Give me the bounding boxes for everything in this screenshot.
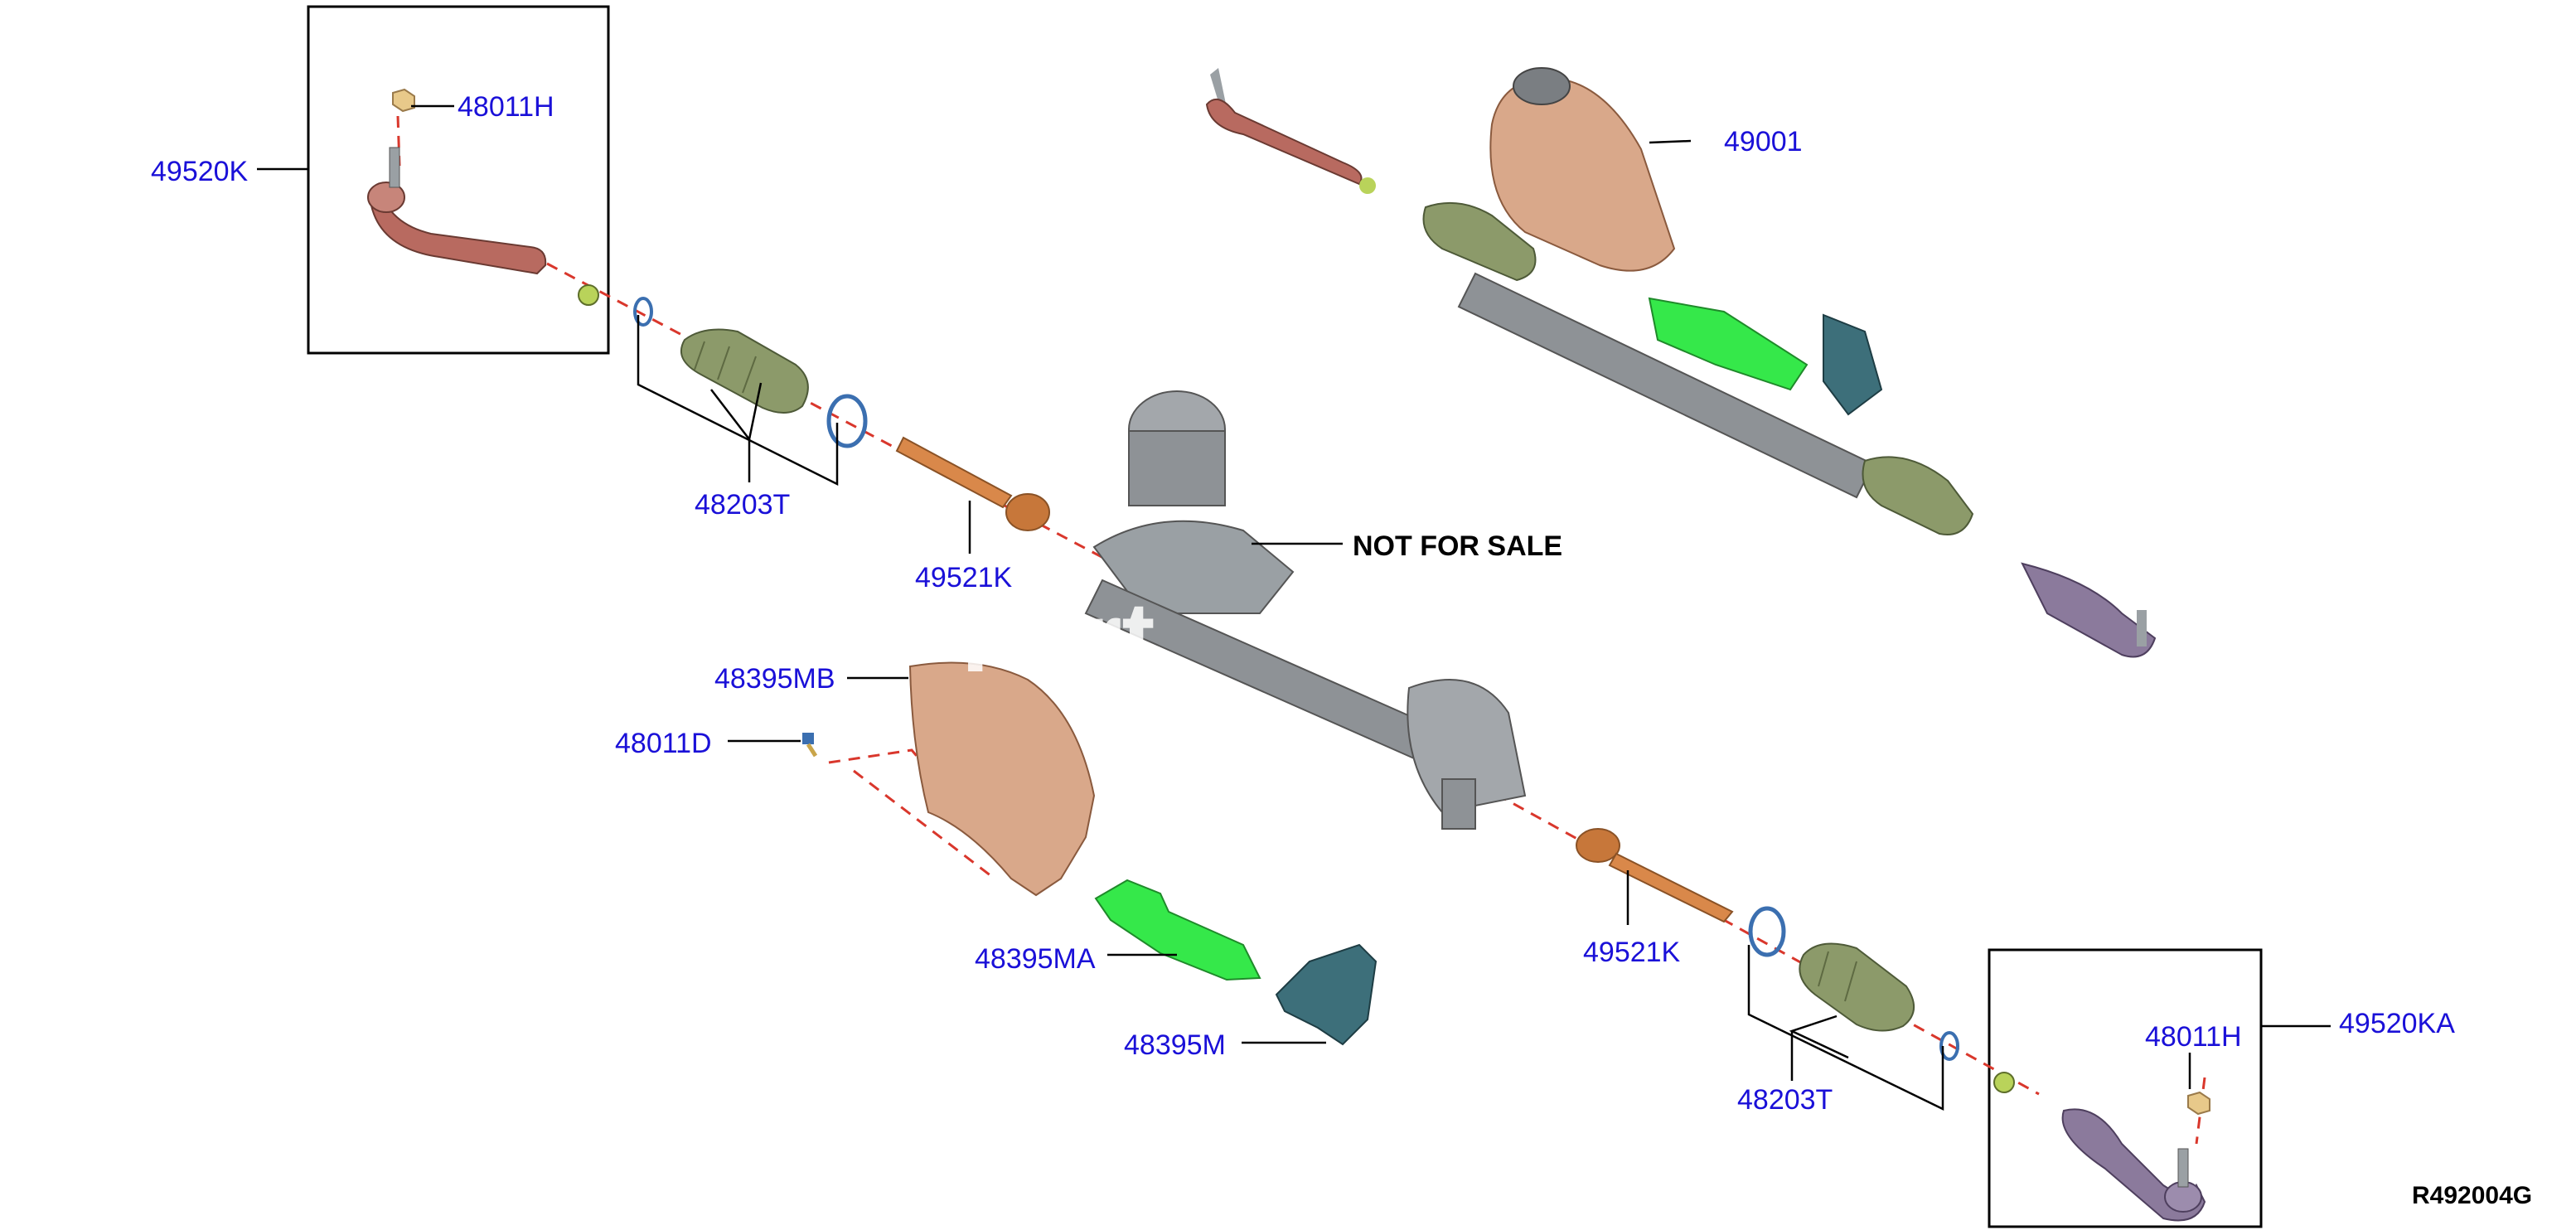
label-49521k-left[interactable]: 49521K bbox=[915, 562, 1013, 593]
callout-box-right bbox=[1988, 948, 2263, 1228]
clamp-right-outer bbox=[1939, 1031, 1959, 1061]
jam-nut-right bbox=[1993, 1072, 2015, 1093]
steering-gear-main bbox=[1084, 390, 1527, 830]
label-49520ka[interactable]: 49520KA bbox=[2339, 1008, 2455, 1039]
heat-shield bbox=[908, 661, 1096, 897]
label-48203t-right[interactable]: 48203T bbox=[1737, 1084, 1833, 1116]
label-48395mb[interactable]: 48395MB bbox=[714, 663, 835, 695]
boot-left bbox=[680, 328, 809, 414]
label-48395m[interactable]: 48395M bbox=[1124, 1029, 1226, 1061]
label-48011h-left[interactable]: 48011H bbox=[458, 91, 554, 123]
tie-rod-end-left bbox=[367, 147, 547, 275]
leader-lines bbox=[257, 104, 2331, 1111]
label-48011d[interactable]: 48011D bbox=[615, 728, 712, 759]
bolt bbox=[802, 733, 818, 758]
label-48395ma[interactable]: 48395MA bbox=[975, 943, 1096, 975]
steering-rack-assembly bbox=[1205, 67, 2157, 658]
label-48011h-right[interactable]: 48011H bbox=[2145, 1021, 2242, 1053]
bracket-teal bbox=[1275, 943, 1378, 1046]
label-49001[interactable]: 49001 bbox=[1724, 126, 1803, 157]
callout-box-left bbox=[307, 5, 610, 355]
jam-nut-left bbox=[578, 284, 599, 306]
label-48203t-left[interactable]: 48203T bbox=[695, 489, 791, 521]
bracket-green bbox=[1094, 879, 1261, 981]
label-49521k-right[interactable]: 49521K bbox=[1583, 937, 1681, 968]
watermark: Part bbox=[961, 582, 1155, 693]
diagram-code: R492004G bbox=[2412, 1182, 2533, 1209]
clamp-ring-left bbox=[826, 394, 868, 448]
lock-nut-left bbox=[392, 88, 415, 113]
tie-rod-end-right bbox=[2061, 1108, 2206, 1222]
inner-tie-rod-right bbox=[1576, 828, 1734, 923]
boot-right bbox=[1799, 942, 1915, 1032]
not-for-sale-note: NOT FOR SALE bbox=[1353, 530, 1563, 562]
clamp-left-outer bbox=[633, 297, 653, 327]
clamp-ring-right bbox=[1748, 906, 1786, 957]
lock-nut-right bbox=[2187, 1091, 2210, 1116]
inner-tie-rod-left bbox=[895, 436, 1050, 531]
label-49520k[interactable]: 49520K bbox=[151, 156, 249, 187]
